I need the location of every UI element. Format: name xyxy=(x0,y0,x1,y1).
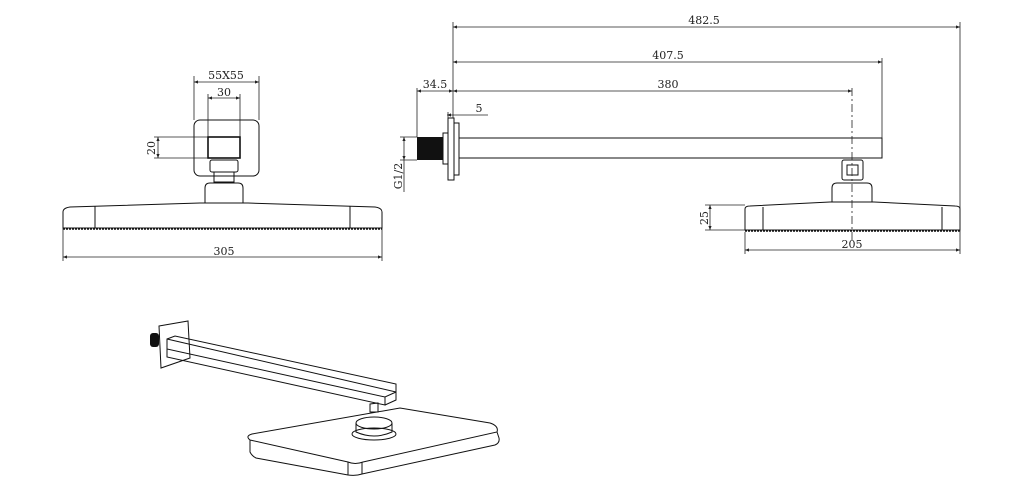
thread xyxy=(417,137,443,160)
shower-head-iso xyxy=(247,407,498,464)
thread-spec: G1/2 xyxy=(392,163,405,190)
shower-head-side xyxy=(744,201,961,231)
front-view: 55X55 30 20 305 xyxy=(62,69,383,261)
dim-head-depth: 205 xyxy=(842,238,863,251)
connector-iso xyxy=(369,402,379,413)
thread-iso xyxy=(150,333,159,347)
wall-plate-side xyxy=(447,117,455,181)
swivel-connector-side xyxy=(841,159,864,181)
dim-arm-to-edge: 407.5 xyxy=(652,49,684,62)
shower-arm xyxy=(458,137,883,159)
dim-inner-height: 20 xyxy=(145,141,158,155)
dim-thread-length: 34.5 xyxy=(423,78,448,91)
thread-collar xyxy=(442,132,449,165)
wall-plate xyxy=(193,119,260,177)
head-hub xyxy=(204,182,244,203)
dim-plate-size: 55X55 xyxy=(208,69,244,82)
arm-section xyxy=(207,136,241,159)
dim-arm-to-center: 380 xyxy=(658,78,679,91)
side-view: 482.5 407.5 380 34.5 5 G1/2 25 205 xyxy=(392,14,961,254)
dim-head-height: 25 xyxy=(698,211,711,225)
head-hub-side xyxy=(831,182,873,202)
isometric-view xyxy=(150,320,500,476)
shower-arm-iso xyxy=(166,335,397,398)
wall-plate-iso xyxy=(158,320,191,369)
dim-head-width: 305 xyxy=(214,245,235,258)
swivel-connector xyxy=(209,159,239,173)
connector-neck xyxy=(213,171,235,183)
dim-plate-thickness: 5 xyxy=(476,102,483,115)
dim-total-projection: 482.5 xyxy=(688,14,720,27)
dim-inner-width: 30 xyxy=(217,86,231,99)
shower-head xyxy=(62,202,383,229)
